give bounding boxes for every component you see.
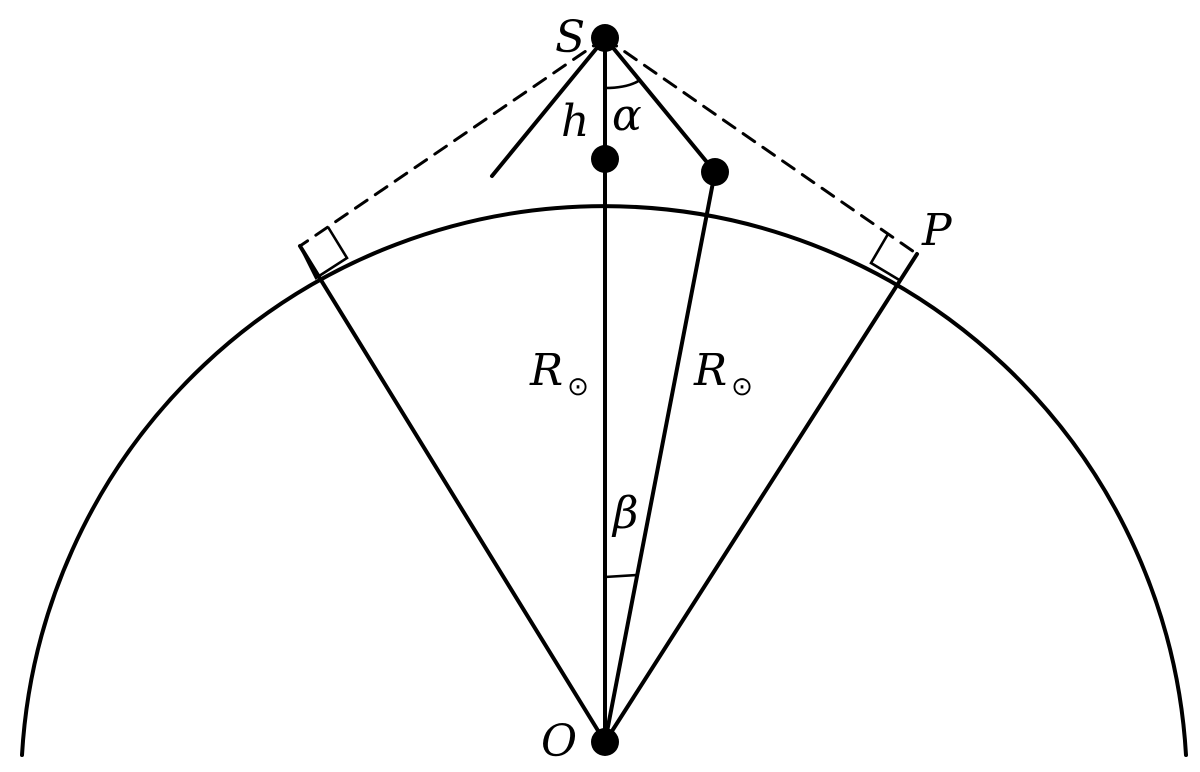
point-slanted-on-limb	[701, 158, 729, 186]
alpha-angle-arc	[604, 78, 641, 90]
label-beta: β	[611, 488, 638, 539]
tangent-line-right	[603, 36, 919, 256]
label-R-right-letter: R	[693, 345, 727, 396]
label-h: h	[561, 96, 589, 147]
radius-to-P	[603, 252, 919, 744]
sight-line-right	[603, 36, 717, 174]
label-O: O	[541, 716, 577, 767]
radius-slanted	[603, 170, 717, 744]
label-R-left-letter: R	[529, 345, 563, 396]
beta-angle-arc	[604, 573, 638, 579]
tangent-line-left	[298, 36, 607, 248]
label-R-right: R⊙	[693, 345, 753, 402]
label-S: S	[555, 12, 585, 63]
right-angle-marker-P	[869, 233, 902, 283]
label-P: P	[921, 205, 953, 256]
point-top-of-limb	[591, 145, 619, 173]
label-R-left-sun-subscript: ⊙	[567, 372, 589, 402]
label-R-left: R⊙	[529, 345, 589, 402]
sight-line-left	[490, 36, 607, 178]
label-alpha: α	[612, 90, 642, 141]
label-R-right-sun-subscript: ⊙	[731, 372, 753, 402]
radius-to-left-tangent	[298, 244, 607, 744]
point-S	[591, 24, 619, 52]
point-O	[591, 728, 619, 756]
right-angle-marker-left	[298, 226, 349, 280]
